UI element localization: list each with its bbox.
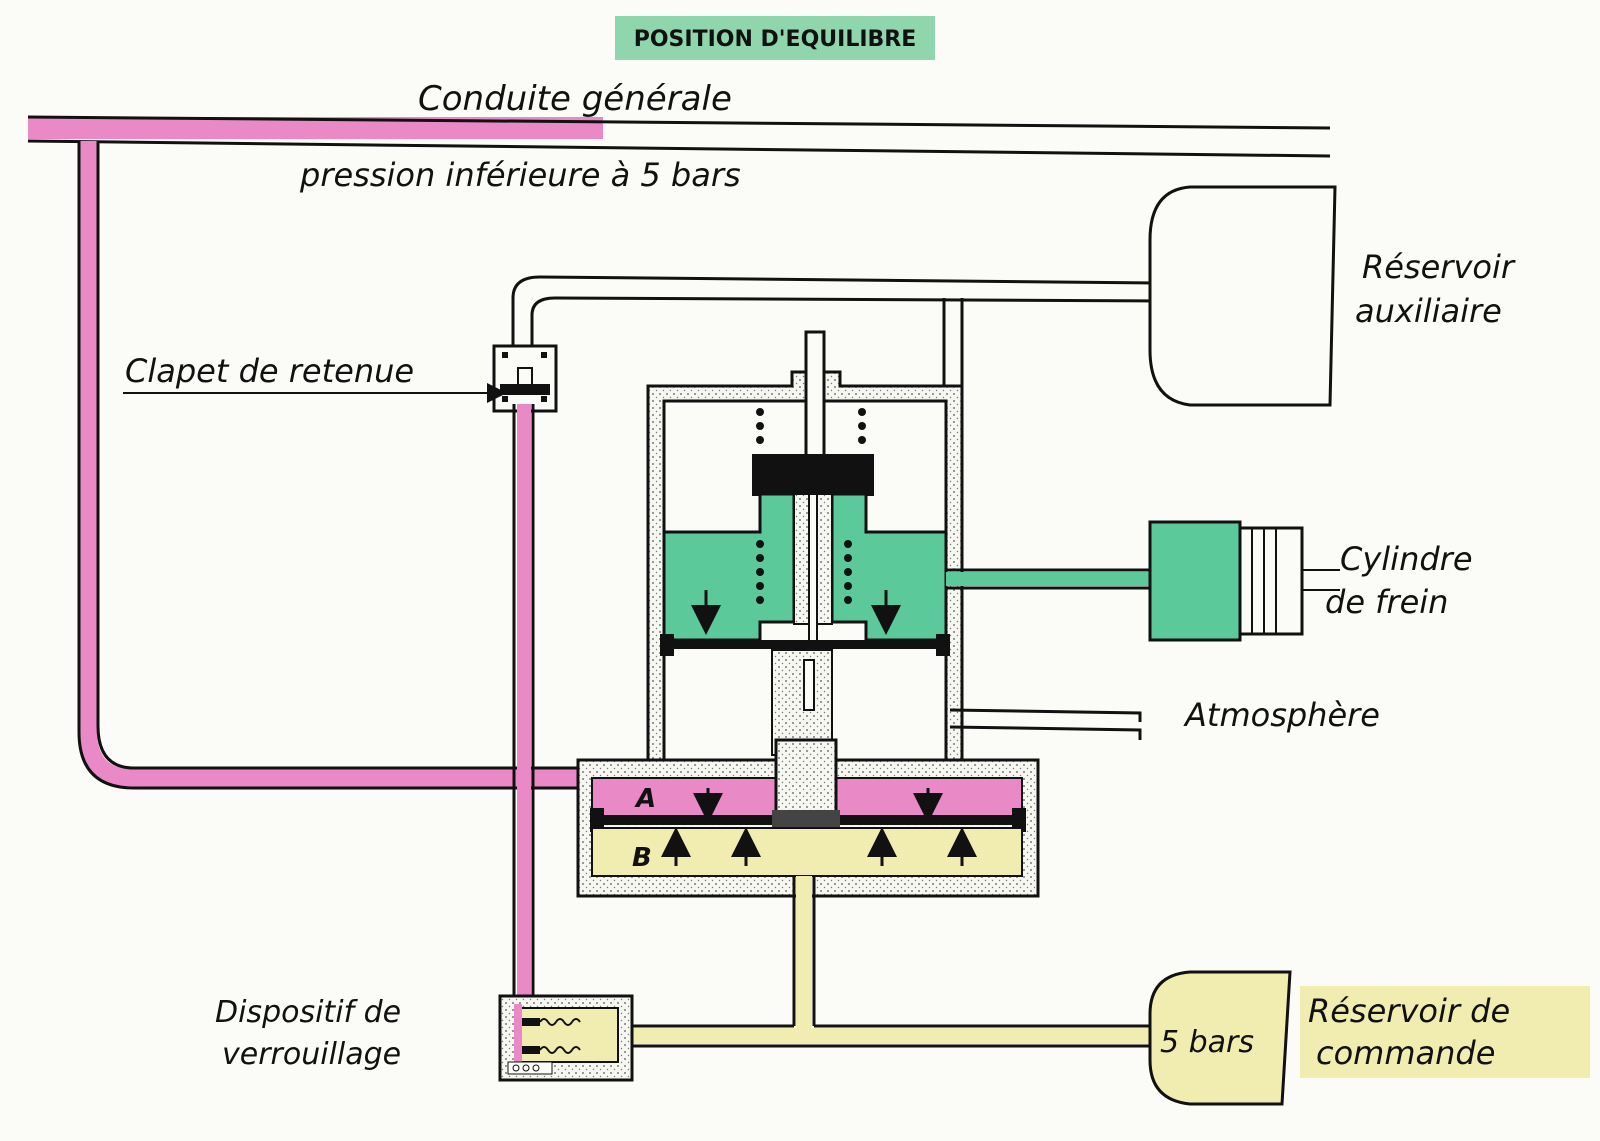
auxiliary-reservoir [1148, 185, 1337, 407]
title-highlight [615, 16, 935, 60]
label-atmosphere: Atmosphère [1183, 696, 1380, 734]
pipe-brake-cylinder [946, 572, 1152, 586]
green-piston [662, 640, 948, 649]
chamber-b [591, 827, 1023, 877]
label-chamber-a: A [634, 784, 656, 814]
label-reservoir-cmd-2: commande [1316, 1034, 1495, 1072]
valve-head [752, 454, 874, 496]
label-dispositif-2: verrouillage [222, 1037, 401, 1072]
label-pression: pression inférieure à 5 bars [299, 156, 741, 194]
locking-device [498, 994, 634, 1082]
pipe-clapet-to-lock [517, 404, 531, 1029]
label-clapet: Clapet de retenue [125, 352, 414, 390]
arrows-chamber-b [661, 827, 977, 866]
upper-springs [756, 408, 866, 444]
label-reservoir-aux-1: Réservoir [1362, 248, 1516, 286]
label-cylindre-2: de frein [1325, 583, 1448, 621]
pipe-atmosphere [949, 708, 1142, 722]
check-valve [492, 344, 558, 413]
label-chamber-b: B [632, 843, 652, 873]
label-conduite-generale: Conduite générale [418, 79, 732, 119]
brake-cylinder [1148, 520, 1340, 642]
label-reservoir-cmd-1: Réservoir de [1308, 992, 1510, 1030]
control-reservoir [1148, 970, 1292, 1106]
label-reservoir-aux-2: auxiliaire [1355, 292, 1502, 330]
pipe-control-reservoir [628, 876, 1152, 1048]
label-dispositif-1: Dispositif de [215, 995, 401, 1030]
pipe-to-chamber-a [79, 141, 585, 787]
pipe-aux-reservoir [511, 275, 1161, 350]
middle-springs [756, 540, 852, 604]
valve-stem-top [804, 330, 826, 474]
reservoir-cmd-highlight [1300, 986, 1590, 1078]
lower-stem [771, 649, 833, 756]
reservoir-pressure-value: 5 bars [1160, 1025, 1254, 1060]
main-brake-pipe [27, 115, 1331, 158]
label-cylindre-1: Cylindre [1340, 540, 1473, 578]
page-title: POSITION D'EQUILIBRE [634, 27, 917, 52]
